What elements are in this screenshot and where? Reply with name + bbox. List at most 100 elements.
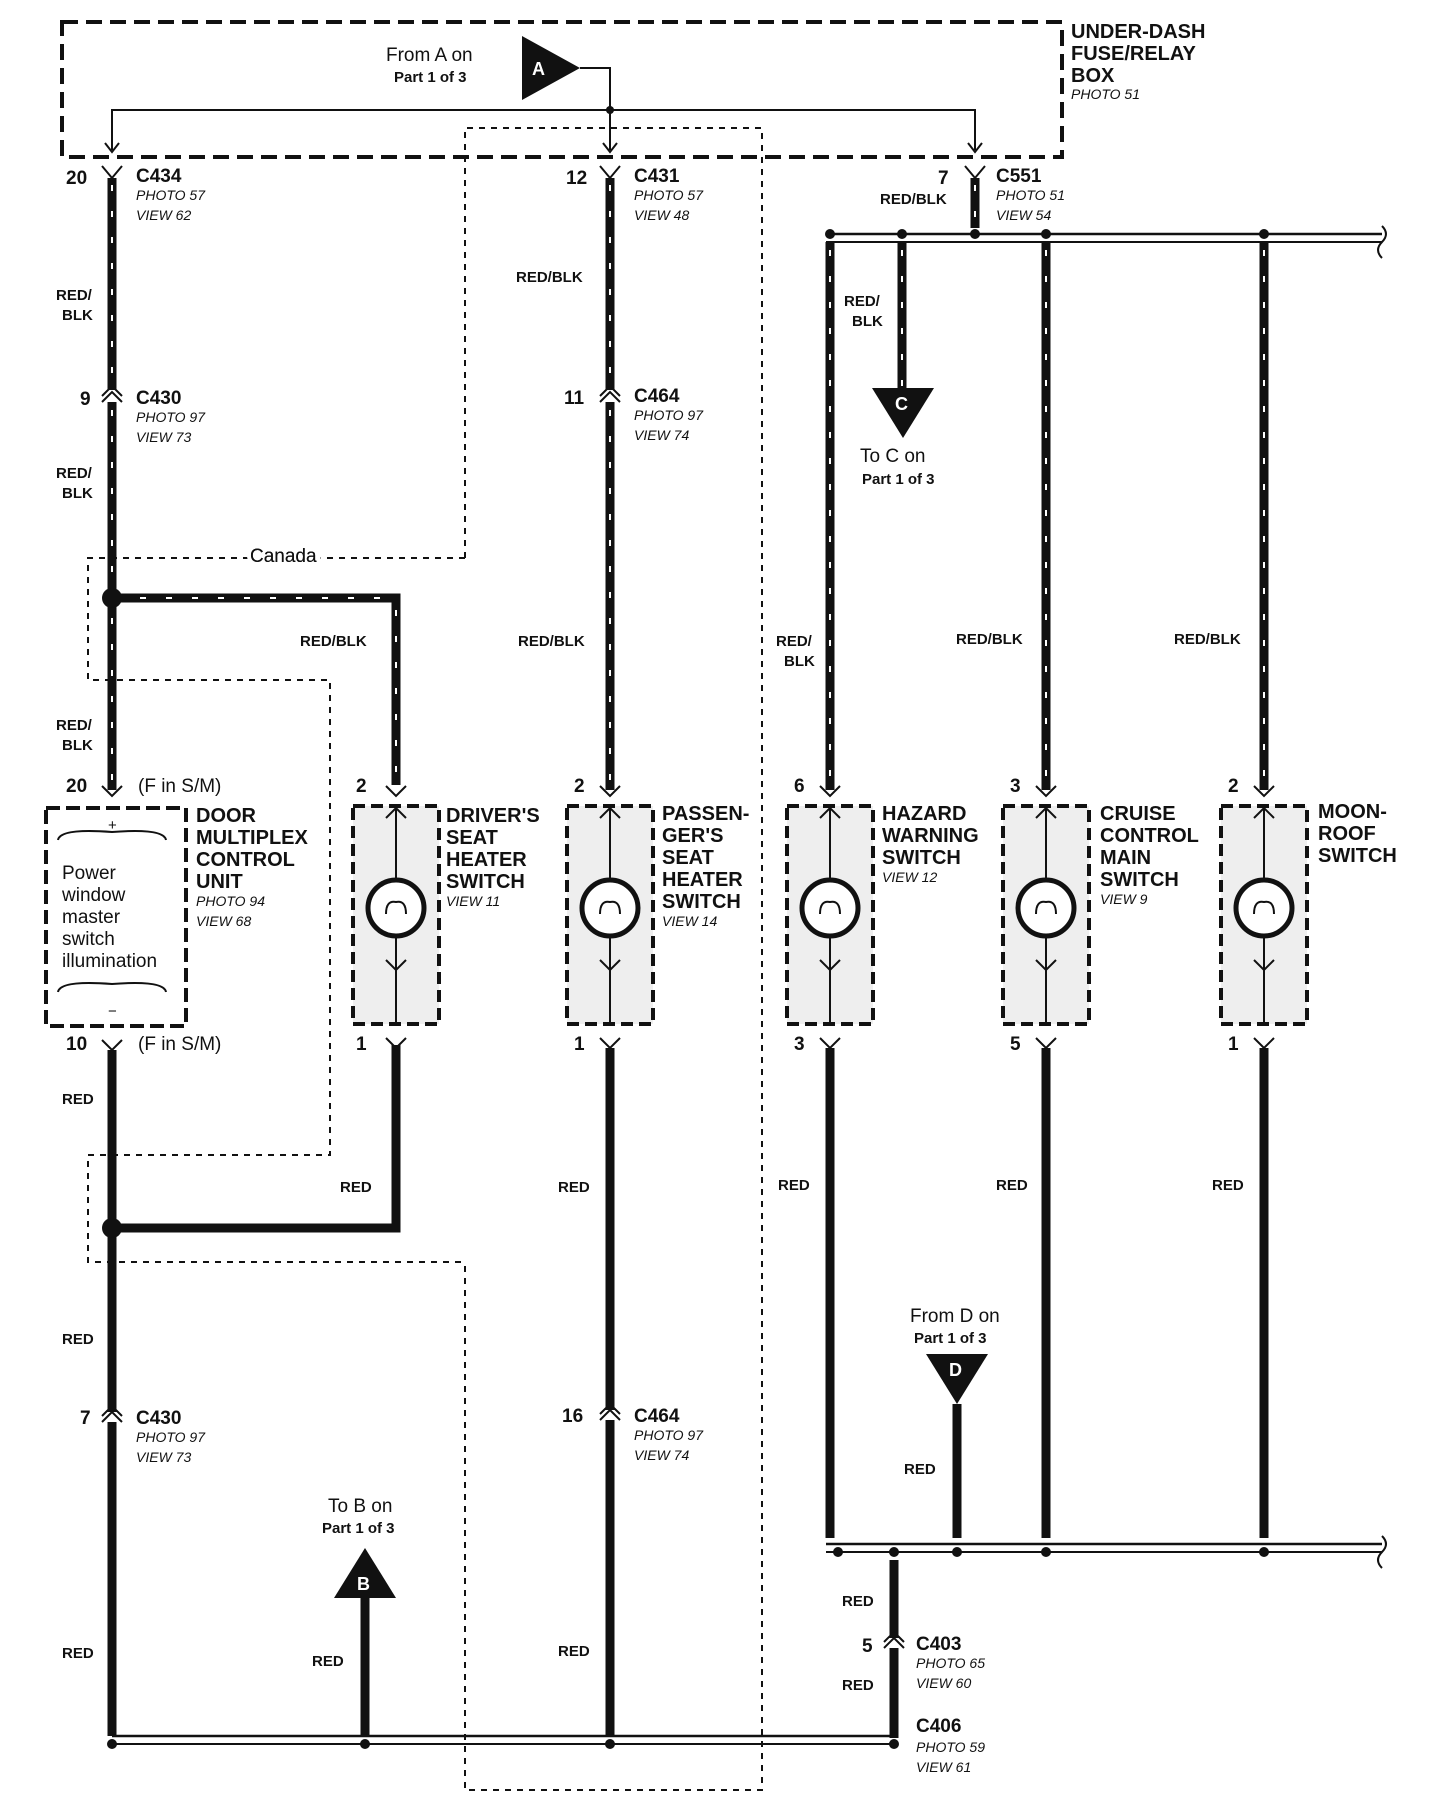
c430-top-photo: PHOTO 97 xyxy=(136,409,206,425)
door-unit-title-line1: DOOR xyxy=(196,805,257,827)
door-unit-inner-line2: window xyxy=(61,885,126,906)
wire-label-blk: BLK xyxy=(62,737,93,754)
door-unit-title-line2: MULTIPLEX xyxy=(196,827,309,849)
wire-label-blk: BLK xyxy=(62,307,93,324)
right-section: 7 C551 PHOTO 51 VIEW 54 RED/BLK RED/ BLK… xyxy=(776,165,1397,1738)
c464-top-name: C464 xyxy=(634,386,680,407)
wire-label-red-slash: RED/ xyxy=(56,465,93,482)
wire-label-blk: BLK xyxy=(62,485,93,502)
wire-label-red-slash: RED/ xyxy=(56,287,93,304)
driver-switch-pin-bot: 1 xyxy=(356,1034,367,1055)
wire-label-red: RED xyxy=(340,1179,372,1196)
cruise-switch-pin-top: 3 xyxy=(1010,776,1021,797)
fuse-box-title-line2: FUSE/RELAY xyxy=(1071,43,1197,65)
offpage-b: To B on Part 1 of 3 B RED xyxy=(312,1496,396,1736)
c403-photo: PHOTO 65 xyxy=(916,1655,985,1671)
c434-name: C434 xyxy=(136,166,182,187)
from-d-line2: Part 1 of 3 xyxy=(914,1330,987,1347)
door-unit-box xyxy=(44,806,188,1028)
c403-name: C403 xyxy=(916,1634,961,1655)
passenger-switch-title-line5: SWITCH xyxy=(662,891,741,913)
offpage-d-letter: D xyxy=(949,1360,962,1380)
door-unit-inner-line3: master xyxy=(62,907,121,928)
from-a-line2: Part 1 of 3 xyxy=(394,69,467,86)
wire-label-red-slash: RED/ xyxy=(56,717,93,734)
c406-photo: PHOTO 59 xyxy=(916,1739,985,1755)
c464-bot-pin: 16 xyxy=(562,1406,583,1427)
offpage-b-letter: B xyxy=(357,1574,370,1594)
wire-label-red-blk: RED/BLK xyxy=(956,631,1023,648)
driver-switch-title-line4: SWITCH xyxy=(446,871,525,893)
c434-pin: 20 xyxy=(66,168,87,189)
cruise-switch-view: VIEW 9 xyxy=(1100,891,1148,907)
offpage-d-triangle xyxy=(926,1354,988,1404)
driver-switch-title-line3: HEATER xyxy=(446,849,527,871)
c430-bot-view: VIEW 73 xyxy=(136,1449,191,1465)
wire-label-red: RED xyxy=(778,1177,810,1194)
door-unit-photo: PHOTO 94 xyxy=(196,893,265,909)
door-unit-inner-line1: Power xyxy=(62,863,117,884)
offpage-b-triangle xyxy=(334,1548,396,1598)
c430-bot-pin: 7 xyxy=(80,1408,91,1429)
canada-region xyxy=(87,557,465,1263)
passenger-switch-pin-bot: 1 xyxy=(574,1034,585,1055)
c464-top-view: VIEW 74 xyxy=(634,427,689,443)
moonroof-switch-pin-bot: 1 xyxy=(1228,1034,1239,1055)
wire-label-red-blk: RED/BLK xyxy=(1174,631,1241,648)
c551-photo: PHOTO 51 xyxy=(996,187,1065,203)
c430-top-pin: 9 xyxy=(80,389,91,410)
wire-label-red-blk: RED/BLK xyxy=(300,633,367,650)
wire-label-red: RED xyxy=(904,1461,936,1478)
offpage-c-triangle xyxy=(872,388,934,438)
wire-label-red: RED xyxy=(1212,1177,1244,1194)
driver-switch-view: VIEW 11 xyxy=(446,893,500,909)
c431-photo: PHOTO 57 xyxy=(634,187,704,203)
c464-bot-name: C464 xyxy=(634,1406,680,1427)
moonroof-switch-title-line3: SWITCH xyxy=(1318,845,1397,867)
door-unit-pin-bot: 10 xyxy=(66,1034,87,1055)
c551-pin: 7 xyxy=(938,168,949,189)
bulb-icon xyxy=(799,877,861,939)
fuse-box-title-line3: BOX xyxy=(1071,65,1115,87)
from-d-line1: From D on xyxy=(910,1306,1000,1327)
cruise-switch-title-line2: CONTROL xyxy=(1100,825,1199,847)
wire-label-blk: BLK xyxy=(784,653,815,670)
passenger-switch-title-line1: PASSEN- xyxy=(662,803,749,825)
c431-pin: 12 xyxy=(566,168,587,189)
wire-label-red: RED xyxy=(62,1645,94,1662)
wire-label-blk: BLK xyxy=(852,313,883,330)
driver-switch-title-line1: DRIVER'S xyxy=(446,805,540,827)
column-door-multiplex: 20 C434 PHOTO 57 VIEW 62 RED/ BLK 9 C430… xyxy=(44,165,401,1736)
moonroof-switch-pin-top: 2 xyxy=(1228,776,1239,797)
c434-photo: PHOTO 57 xyxy=(136,187,206,203)
hazard-switch-title-line2: WARNING xyxy=(882,825,979,847)
hazard-switch-pin-top: 6 xyxy=(794,776,805,797)
canada-label: Canada xyxy=(250,546,317,567)
door-unit-title-line4: UNIT xyxy=(196,871,243,893)
fuse-box-photo: PHOTO 51 xyxy=(1071,86,1140,102)
door-unit-title-line3: CONTROL xyxy=(196,849,295,871)
c403-view: VIEW 60 xyxy=(916,1675,971,1691)
hazard-switch-title-line3: SWITCH xyxy=(882,847,961,869)
moonroof-switch-title-line2: ROOF xyxy=(1318,823,1376,845)
c464-bot-view: VIEW 74 xyxy=(634,1447,689,1463)
cruise-switch-title-line4: SWITCH xyxy=(1100,869,1179,891)
c431-view: VIEW 48 xyxy=(634,207,689,223)
c551-view: VIEW 54 xyxy=(996,207,1051,223)
wire-label-red: RED xyxy=(62,1331,94,1348)
wire-label-red: RED xyxy=(842,1593,874,1610)
wire-label-red: RED xyxy=(842,1677,874,1694)
door-unit-view: VIEW 68 xyxy=(196,913,251,929)
door-unit-plus: + xyxy=(108,817,117,834)
door-unit-fsm-top: (F in S/M) xyxy=(138,776,221,797)
c430-bot-name: C430 xyxy=(136,1408,181,1429)
c430-top-view: VIEW 73 xyxy=(136,429,191,445)
cruise-switch-pin-bot: 5 xyxy=(1010,1034,1021,1055)
driver-seat-heater-switch: 2 DRIVER'S SEAT HEATER SWITCH VIEW 11 1 xyxy=(351,776,540,1055)
bulb-icon xyxy=(579,877,641,939)
hazard-switch-title-line1: HAZARD xyxy=(882,803,966,825)
wire-label-red: RED xyxy=(62,1091,94,1108)
wire-label-red-blk: RED/BLK xyxy=(516,269,583,286)
c430-bot-photo: PHOTO 97 xyxy=(136,1429,206,1445)
to-c-line1: To C on xyxy=(860,446,925,467)
